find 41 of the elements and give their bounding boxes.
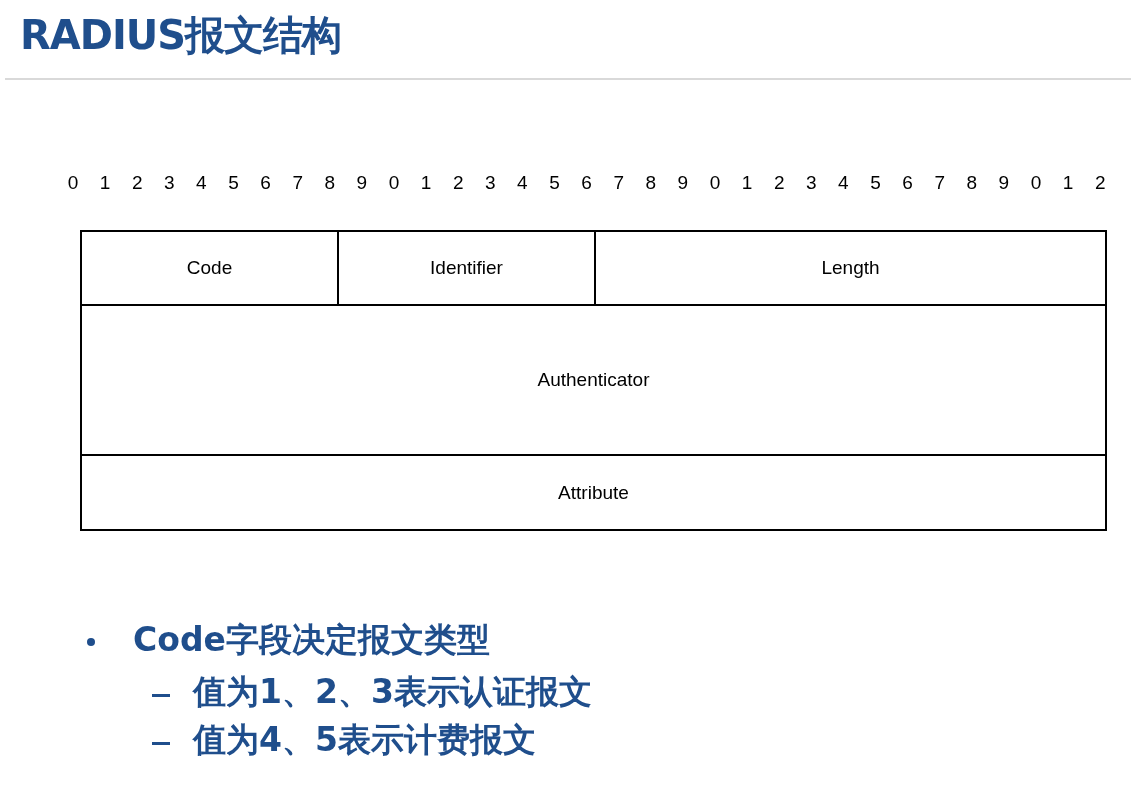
bit-number: 4 xyxy=(837,172,850,194)
bit-number: 5 xyxy=(869,172,882,194)
bit-number: 8 xyxy=(644,172,658,194)
bit-number: 2 xyxy=(451,172,465,194)
field-cell: Attribute xyxy=(80,454,1107,531)
bit-number: 0 xyxy=(708,172,722,194)
bit-number: 4 xyxy=(516,172,529,194)
bullet-text: 值为1、2、3表示认证报文 xyxy=(193,671,592,713)
bit-number: 1 xyxy=(419,172,433,194)
bullet-text: Code字段决定报文类型 xyxy=(133,619,490,661)
bit-number: 1 xyxy=(1061,172,1075,194)
bit-number: 9 xyxy=(355,172,369,194)
bit-number: 5 xyxy=(548,172,561,194)
bit-number: 3 xyxy=(805,172,818,194)
bit-number: 7 xyxy=(933,172,946,194)
bit-number: 0 xyxy=(66,172,80,194)
bit-number: 6 xyxy=(259,172,272,194)
field-cell: Code xyxy=(80,230,339,306)
bit-number: 8 xyxy=(965,172,979,194)
bit-number: 0 xyxy=(1029,172,1043,194)
field-cell: Length xyxy=(594,230,1107,306)
bit-number: 6 xyxy=(580,172,593,194)
bit-number: 2 xyxy=(772,172,786,194)
field-cell: Authenticator xyxy=(80,304,1107,456)
bit-number: 0 xyxy=(387,172,401,194)
bit-number: 5 xyxy=(227,172,240,194)
bit-number: 8 xyxy=(323,172,337,194)
bit-number: 3 xyxy=(484,172,497,194)
bit-number: 2 xyxy=(1093,172,1107,194)
bit-number: 1 xyxy=(98,172,112,194)
bit-number: 4 xyxy=(195,172,208,194)
bit-number: 7 xyxy=(291,172,304,194)
bit-number: 1 xyxy=(740,172,754,194)
bit-number: 9 xyxy=(676,172,690,194)
bit-number: 6 xyxy=(901,172,914,194)
bit-number: 2 xyxy=(130,172,144,194)
bullet-text: 值为4、5表示计费报文 xyxy=(193,719,536,761)
bit-number: 7 xyxy=(612,172,625,194)
bit-number: 9 xyxy=(997,172,1011,194)
page-title: RADIUS报文结构 xyxy=(20,11,342,60)
bit-number: 3 xyxy=(163,172,176,194)
